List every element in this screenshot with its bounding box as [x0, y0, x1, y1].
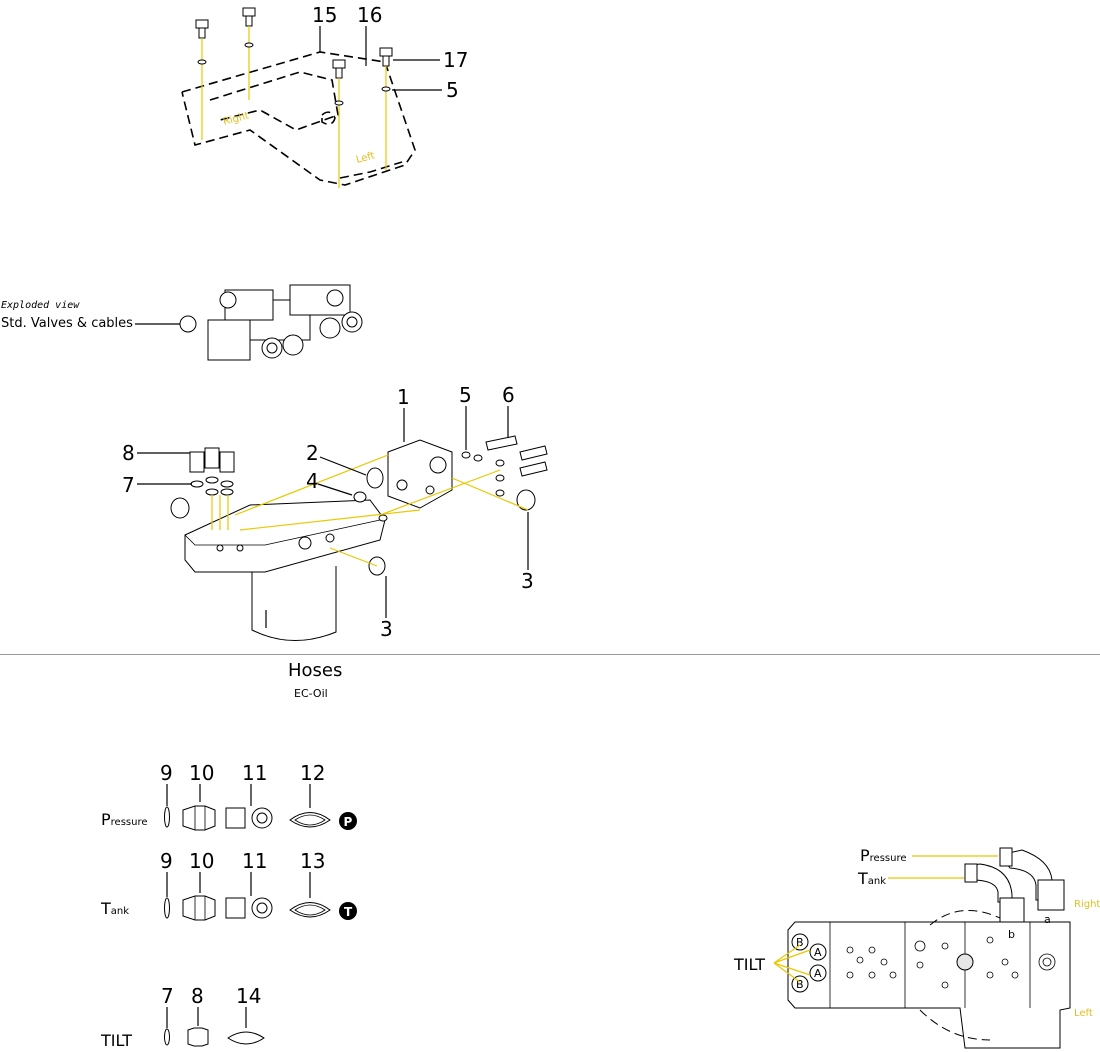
tilt-main-block	[787, 921, 1071, 1049]
part-14: 14	[236, 984, 261, 1008]
hose-row-tilt: TILT 7 8 14	[100, 984, 265, 1050]
port-b-label: b	[1008, 928, 1015, 941]
bracket-foot	[339, 161, 403, 179]
hose-row-pressure: Pressure 9 10 11 12 P	[101, 761, 357, 831]
hoses-title: Hoses	[288, 660, 342, 681]
valve-block-exploded-view: 1 2 3 3 4 5 6 7 8	[122, 383, 548, 641]
svg-text:B: B	[796, 978, 804, 991]
svg-text:P: P	[344, 815, 353, 829]
callout-7: 7	[122, 473, 135, 497]
manifold-block	[184, 499, 386, 573]
callout-2: 2	[306, 441, 319, 465]
callout-5: 5	[446, 78, 459, 102]
bracket-bolt	[195, 19, 209, 140]
callout-4: 4	[306, 469, 319, 493]
bracket-bolt	[379, 47, 393, 170]
label-right: Right	[222, 110, 250, 127]
row-label-tank: Tank	[100, 899, 129, 918]
svg-text:B: B	[796, 936, 804, 949]
part-9: 9	[160, 761, 173, 785]
hose-row-tank: Tank 9 10 11 13 T	[100, 849, 357, 921]
callout-3-lower: 3	[380, 617, 393, 641]
part-9: 9	[160, 849, 173, 873]
bracket-slot	[321, 111, 336, 126]
svg-text:A: A	[814, 967, 822, 980]
svg-text:T: T	[344, 905, 353, 919]
assembly-label-left: Left	[1074, 1008, 1093, 1019]
row-label-pressure: Pressure	[101, 810, 148, 829]
part-8: 8	[191, 984, 204, 1008]
tank-port-badge	[339, 902, 357, 920]
bracket-inner-contour	[209, 71, 339, 131]
fittings-group	[189, 447, 235, 530]
filter-canister	[251, 566, 337, 641]
valve-assembly	[179, 284, 363, 361]
valve-body	[387, 439, 453, 509]
caption-std-valves-cables: Std. Valves & cables	[1, 316, 133, 331]
pressure-port-badge	[339, 812, 357, 830]
callout-8: 8	[122, 441, 135, 465]
bracket-exploded-view: 15 16 17 5 Right Left	[181, 3, 468, 188]
callout-1: 1	[397, 385, 410, 409]
screws-group	[485, 435, 548, 477]
bracket-bolt	[332, 59, 346, 188]
hoses-subtitle: EC-Oil	[294, 687, 328, 700]
part-11: 11	[242, 761, 267, 785]
tilt-valve-assembly: B A A B Pressure Tank TILT Right Left a …	[733, 846, 1100, 1049]
assembly-label-right: Right	[1074, 899, 1100, 910]
port-a-label: a	[1044, 913, 1051, 926]
assembly-label-tilt: TILT	[733, 955, 765, 974]
callout-3: 3	[521, 569, 534, 593]
row-label-tilt: TILT	[100, 1031, 132, 1050]
part-11: 11	[242, 849, 267, 873]
assembly-label-pressure: Pressure	[860, 846, 907, 865]
part-7: 7	[161, 984, 174, 1008]
callout-5-block: 5	[459, 383, 472, 407]
callout-15: 15	[312, 3, 337, 27]
assembly-label-tank: Tank	[857, 869, 886, 888]
part-13: 13	[300, 849, 325, 873]
bracket-outline	[181, 51, 416, 186]
caption-exploded-view: Exploded view	[1, 300, 80, 311]
part-10: 10	[189, 761, 214, 785]
callout-17: 17	[443, 48, 468, 72]
label-left: Left	[355, 150, 376, 166]
bracket-bolt	[242, 7, 256, 100]
callout-6: 6	[502, 383, 515, 407]
callout-16: 16	[357, 3, 382, 27]
port-markers: B A A B	[791, 933, 827, 993]
valves-exploded-view: Exploded view Std. Valves & cables	[1, 284, 363, 361]
part-12: 12	[300, 761, 325, 785]
svg-text:A: A	[814, 946, 822, 959]
part-10: 10	[189, 849, 214, 873]
